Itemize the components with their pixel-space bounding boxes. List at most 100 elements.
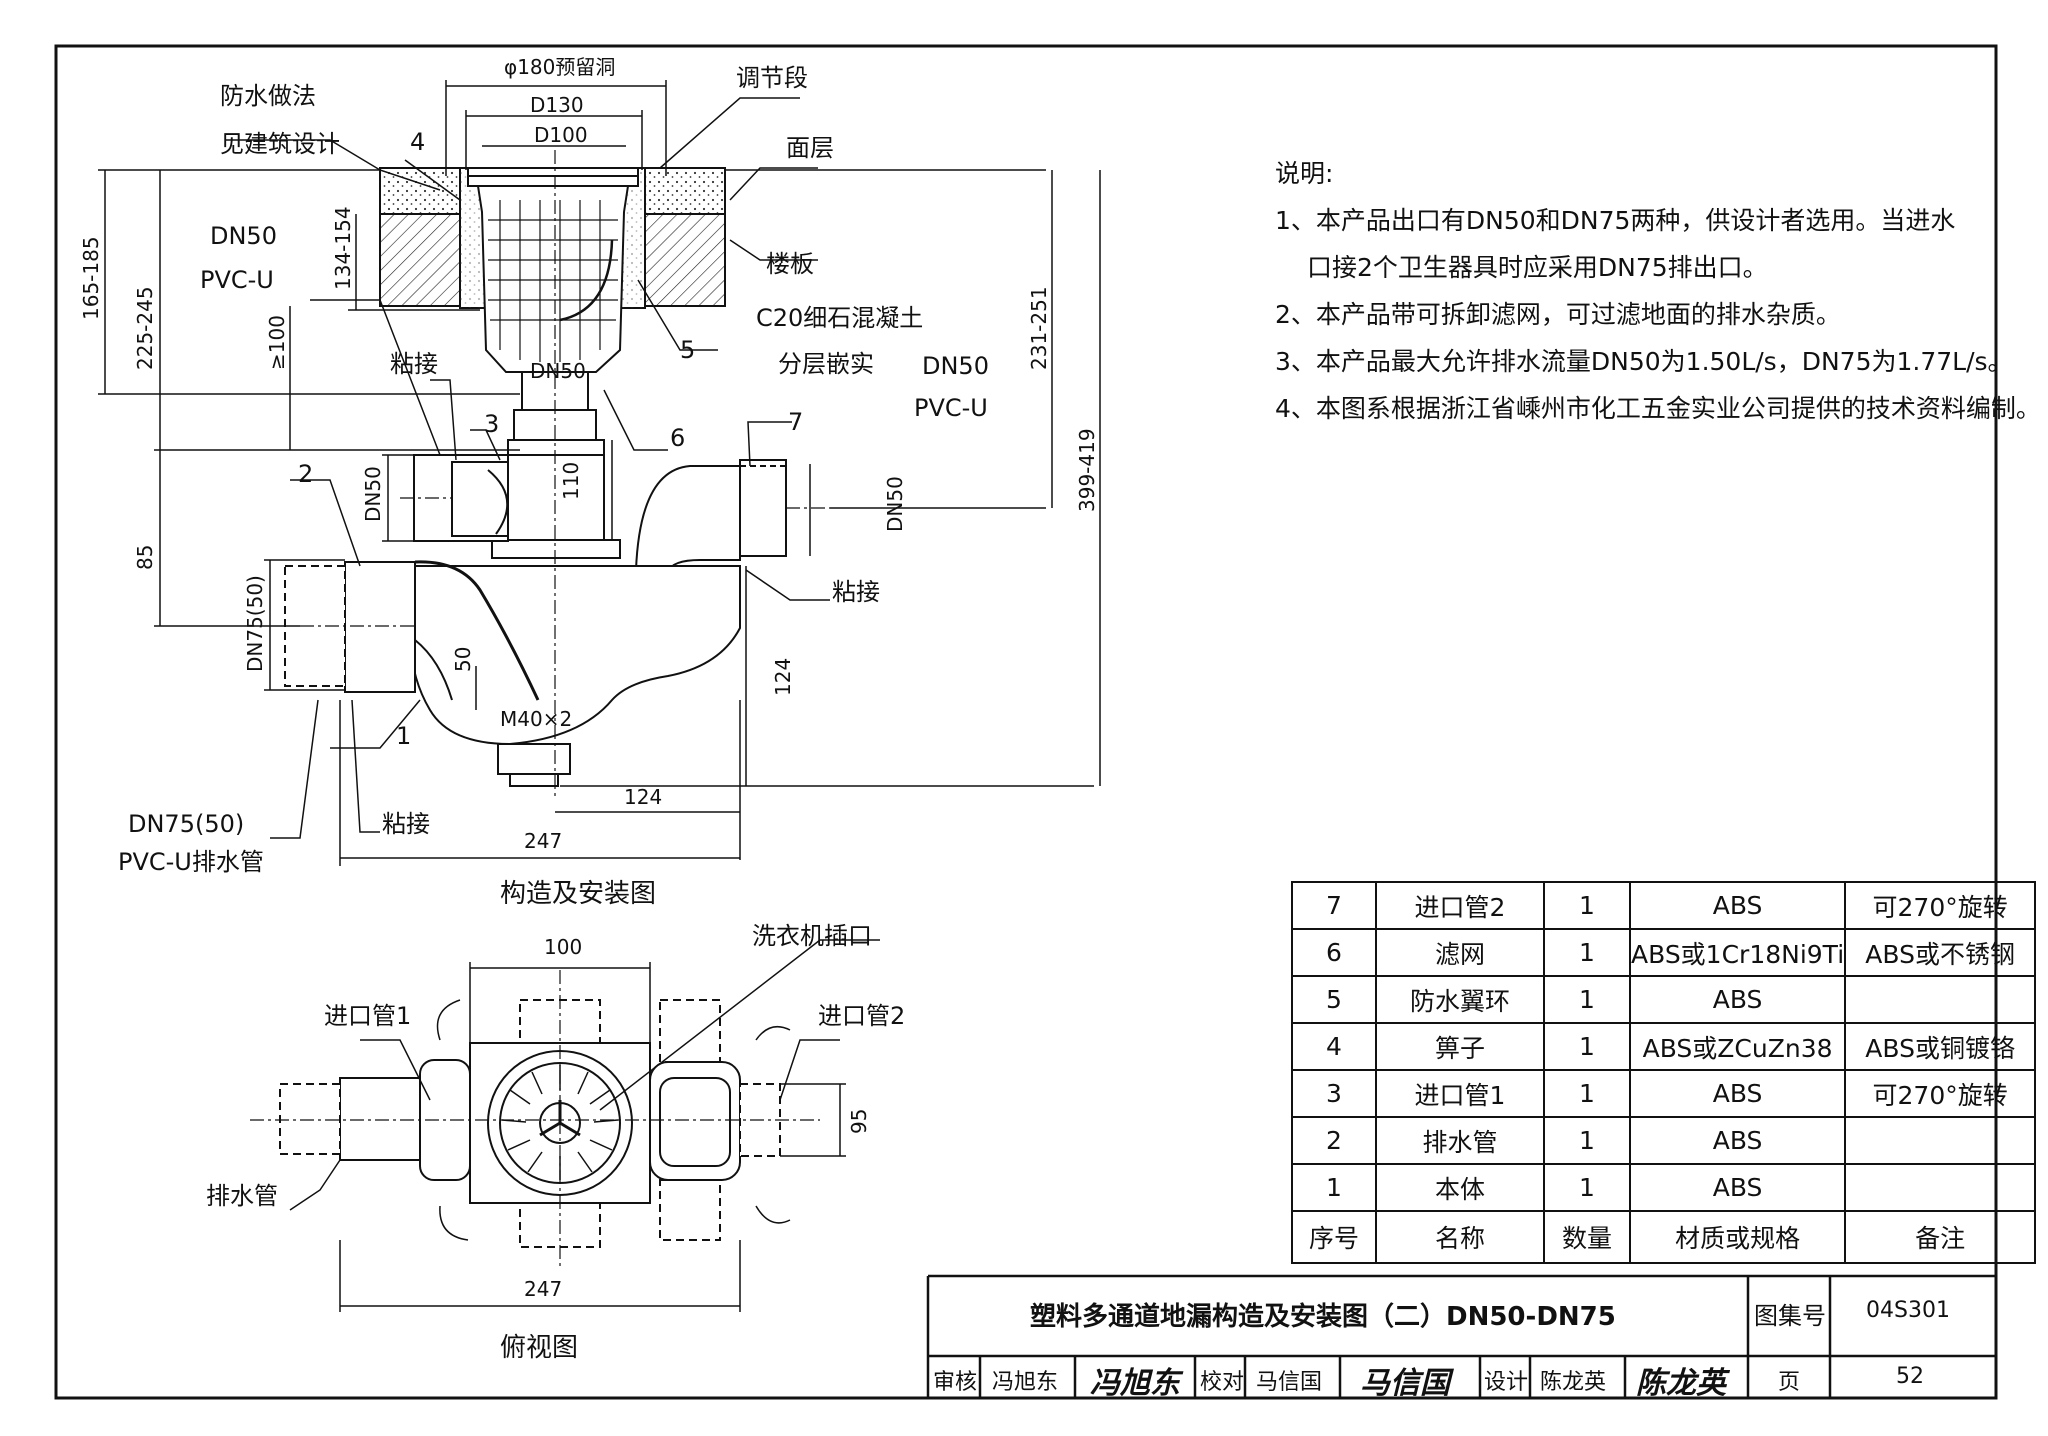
row-material: ABS — [1628, 975, 1847, 1024]
label-d100: D100 — [534, 123, 588, 147]
dim-110: 110 — [559, 462, 583, 500]
reviewer-signature: 冯旭东 — [1090, 1366, 1180, 1401]
row-index: 4 — [1291, 1022, 1377, 1071]
label-washer-inlet: 洗衣机插口 — [752, 922, 872, 950]
review-label: 审核 — [933, 1370, 978, 1395]
sheet-border — [54, 44, 1998, 1400]
row-material: ABS或ZCuZn38 — [1628, 1022, 1847, 1071]
atlas-number: 04S301 — [1866, 1298, 1950, 1323]
callout-2: 2 — [298, 460, 313, 488]
label-d130: D130 — [530, 93, 584, 117]
label-pvcu-left: PVC-U — [200, 266, 274, 294]
top-view — [250, 970, 820, 1270]
checker-name: 马信国 — [1256, 1370, 1323, 1395]
dim-dn75-50: DN75(50) — [243, 575, 267, 672]
notes-heading: 说明: — [1275, 159, 1334, 188]
label-inlet-2: 进口管2 — [818, 1002, 905, 1030]
row-qty: 1 — [1543, 975, 1631, 1024]
label-glue-1: 粘接 — [390, 350, 438, 378]
row-index: 3 — [1291, 1069, 1377, 1118]
header-index: 序号 — [1291, 1210, 1377, 1264]
label-adjust: 调节段 — [736, 64, 808, 92]
page-label: 页 — [1778, 1370, 1801, 1395]
label-pvcu-right: PVC-U — [914, 394, 988, 422]
row-name: 滤网 — [1375, 928, 1545, 977]
dim-231-251: 231-251 — [1027, 286, 1051, 370]
top-view-dimensions — [289, 939, 880, 1312]
top-view-labels: 100 洗衣机插口 进口管1 进口管2 排水管 95 247 俯视图 — [206, 922, 905, 1363]
label-glue-2: 粘接 — [832, 578, 880, 606]
callout-6: 6 — [670, 424, 685, 452]
designer-name: 陈龙英 — [1540, 1370, 1607, 1395]
dim-134-154: 134-154 — [331, 206, 355, 290]
dim-ge-100: ≥100 — [265, 315, 289, 370]
label-dn50-neck: DN50 — [530, 359, 586, 383]
row-remark — [1844, 975, 2037, 1024]
dim-50: 50 — [451, 647, 475, 672]
dim-dn50-left: DN50 — [361, 466, 385, 522]
label-slab: 楼板 — [766, 250, 814, 278]
label-outlet-2: PVC-U排水管 — [118, 848, 264, 876]
label-m40: M40×2 — [500, 707, 572, 731]
reviewer-name: 冯旭东 — [992, 1370, 1059, 1395]
section-leaders — [225, 97, 830, 839]
label-surface: 面层 — [786, 134, 834, 162]
dim-165-185: 165-185 — [79, 236, 103, 320]
label-drain-pipe: 排水管 — [206, 1182, 278, 1210]
label-waterproof-2: 见建筑设计 — [220, 130, 340, 158]
dim-247-top: 247 — [524, 1277, 562, 1301]
row-remark: ABS或不锈钢 — [1844, 928, 2037, 977]
main-view-title: 构造及安装图 — [500, 879, 656, 909]
designer-signature: 陈龙英 — [1636, 1366, 1726, 1401]
row-qty: 1 — [1543, 928, 1631, 977]
header-material: 材质或规格 — [1628, 1210, 1847, 1264]
row-index: 5 — [1291, 975, 1377, 1024]
row-qty: 1 — [1543, 1163, 1631, 1212]
dim-85: 85 — [133, 545, 157, 570]
header-name: 名称 — [1375, 1210, 1545, 1264]
row-qty: 1 — [1543, 881, 1631, 930]
callout-3: 3 — [484, 410, 499, 438]
label-dn50-left: DN50 — [210, 222, 277, 250]
row-remark: 可270°旋转 — [1844, 881, 2037, 930]
label-layered: 分层嵌实 — [778, 350, 874, 378]
label-dn50-right: DN50 — [922, 352, 989, 380]
checker-signature: 马信国 — [1360, 1366, 1450, 1401]
title-block-frame — [926, 1274, 1996, 1398]
notes-block: 说明: 1、本产品出口有DN50和DN75两种，供设计者选用。当进水 口接2个卫… — [1275, 150, 2041, 432]
row-qty: 1 — [1543, 1022, 1631, 1071]
parts-table-header: 序号 名称 数量 材质或规格 备注 — [1291, 1210, 2037, 1264]
page-number: 52 — [1896, 1364, 1924, 1389]
row-index: 2 — [1291, 1116, 1377, 1165]
row-name: 排水管 — [1375, 1116, 1545, 1165]
row-material: ABS — [1628, 1069, 1847, 1118]
label-outlet-1: DN75(50) — [128, 810, 244, 838]
row-material: ABS — [1628, 881, 1847, 930]
callout-1: 1 — [396, 722, 411, 750]
row-remark: ABS或铜镀铬 — [1844, 1022, 2037, 1071]
dim-399-419: 399-419 — [1075, 428, 1099, 512]
row-index: 7 — [1291, 881, 1377, 930]
label-inlet-1: 进口管1 — [324, 1002, 411, 1030]
row-remark: 可270°旋转 — [1844, 1069, 2037, 1118]
check-label: 校对 — [1200, 1370, 1245, 1395]
callout-7: 7 — [788, 408, 803, 436]
section-labels: 防水做法 见建筑设计 φ180预留洞 D130 D100 调节段 面层 楼板 C… — [79, 55, 1099, 909]
header-remark: 备注 — [1844, 1210, 2037, 1264]
label-waterproof-1: 防水做法 — [220, 82, 316, 110]
label-concrete: C20细石混凝土 — [756, 304, 923, 332]
callout-5: 5 — [680, 336, 695, 364]
row-qty: 1 — [1543, 1069, 1631, 1118]
row-remark — [1844, 1163, 2037, 1212]
top-view-title: 俯视图 — [500, 1333, 578, 1363]
dim-247-section: 247 — [524, 829, 562, 853]
row-name: 进口管1 — [1375, 1069, 1545, 1118]
note-3: 3、本产品最大允许排水流量DN50为1.50L/s，DN75为1.77L/s。 — [1275, 347, 2013, 376]
